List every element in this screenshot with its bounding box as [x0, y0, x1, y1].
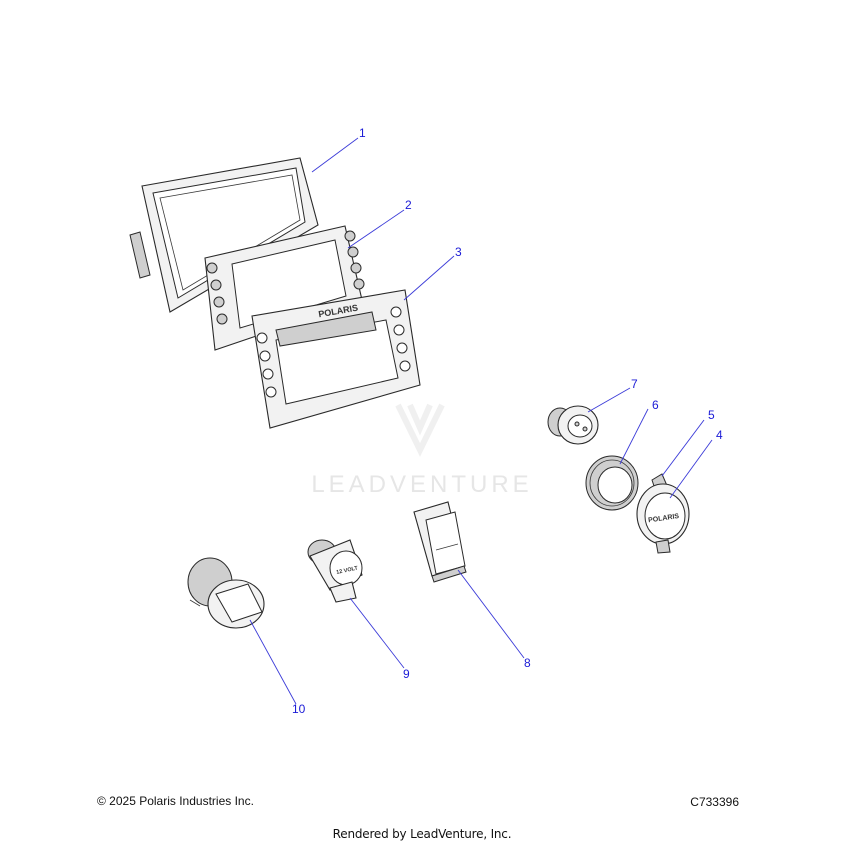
part-7-socket-housing[interactable]: [547, 405, 599, 445]
callout-9[interactable]: 9: [403, 667, 410, 681]
leader-lines: [249, 137, 713, 705]
part-9-12v-outlet[interactable]: 12 VOLT: [307, 539, 363, 603]
part-5-cap[interactable]: POLARIS: [636, 473, 690, 554]
callout-3[interactable]: 3: [455, 245, 462, 259]
part-2-display-unit[interactable]: [204, 225, 365, 351]
callout-labels: 1 2 3 4 5 6 7 8 9 10: [292, 126, 723, 716]
copyright-text: © 2025 Polaris Industries Inc.: [97, 794, 254, 808]
callout-1[interactable]: 1: [359, 126, 366, 140]
part-10-ignition-switch[interactable]: [187, 557, 265, 629]
callout-7[interactable]: 7: [631, 377, 638, 391]
watermark-text: LEADVENTURE: [311, 471, 533, 498]
part-6-ring-nut[interactable]: [585, 455, 639, 511]
callout-8[interactable]: 8: [524, 656, 531, 670]
part-3-bezel[interactable]: POLARIS: [251, 289, 421, 429]
callout-6[interactable]: 6: [652, 398, 659, 412]
callout-5[interactable]: 5: [708, 408, 715, 422]
callout-2[interactable]: 2: [405, 198, 412, 212]
callout-10[interactable]: 10: [292, 702, 306, 716]
watermark-logo: [395, 403, 445, 457]
callout-4[interactable]: 4: [716, 428, 723, 442]
cap-brand-text: POLARIS: [648, 513, 680, 524]
diagram-code: C733396: [690, 795, 739, 809]
part-1-outer-frame[interactable]: [129, 157, 319, 313]
part-8-rocker-switch[interactable]: [413, 501, 467, 583]
outlet-label-text: 12 VOLT: [336, 565, 359, 576]
rendered-by-text: Rendered by LeadVenture, Inc.: [332, 827, 512, 841]
